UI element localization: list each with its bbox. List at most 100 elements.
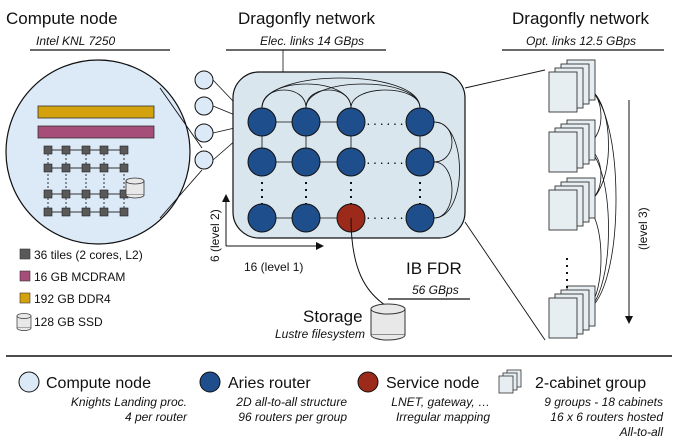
storage-title: Storage [303,307,363,326]
aries-router [247,147,277,177]
aries-router [336,147,366,177]
link-arc [350,89,421,109]
elec-network-title: Dragonfly network [238,9,376,28]
tile [119,145,129,155]
level2-label: 6 (level 2) [208,209,222,262]
ddr4-bar [37,105,155,119]
ib-title: IB FDR [406,259,462,278]
aries-router [405,107,435,137]
legend-service-line1: LNET, gateway, … [391,395,490,409]
cabinet-group [548,119,596,173]
tile [61,163,71,173]
tile [81,207,91,217]
legend-compute-line1: Knights Landing proc. [71,395,187,409]
legend-group-line3: All-to-all [619,425,664,439]
cabinet-group [548,59,596,113]
tiles-swatch [19,248,31,260]
tile-grid [43,145,129,217]
tile [99,163,109,173]
legend-compute-line2: 4 per router [125,410,188,424]
compute-node-subtitle: Intel KNL 7250 [36,34,115,48]
legend-compute-title: Compute node [46,375,151,392]
legend-service-title: Service node [386,375,479,392]
cabinet-group [548,285,596,339]
zoom-line-top [159,87,203,149]
tile [43,145,53,155]
all-to-all-links [261,77,460,219]
zoom-line-bottom [159,169,203,219]
tile [99,189,109,199]
zoom-line-right-top [464,69,546,89]
tile [99,207,109,217]
legend-group-line2: 16 x 6 routers hosted [550,410,663,424]
ib-subtitle: 56 GBps [412,283,459,297]
compute-node-circle [194,70,214,90]
tile [43,189,53,199]
ssd-icon [125,177,145,199]
opt-network-title: Dragonfly network [512,9,650,28]
router-grid [247,107,435,233]
compute-node-circle [194,123,214,143]
aries-router [291,107,321,137]
mcdram-swatch [19,270,31,282]
service-node-legend-icon [357,371,379,393]
compute-node-title: Compute node [6,9,118,28]
elec-network-subtitle: Elec. links 14 GBps [260,34,364,48]
legend-group-line1: 9 groups - 18 cabinets [544,395,663,409]
level3-label: (level 3) [636,207,650,250]
tile [43,207,53,217]
tile [61,189,71,199]
router-legend-icon [199,371,221,393]
svg-text:······: ······ [366,209,406,225]
link-arc [305,83,421,109]
ellipsis-dots: ······ ······ ······ [261,115,421,225]
tile [119,163,129,173]
aries-router [247,107,277,137]
aries-router [247,203,277,233]
legend-router-title: Aries router [228,375,311,392]
spec-mcdram: 16 GB MCDRAM [34,270,125,284]
spec-ddr4: 192 GB DDR4 [34,292,111,306]
storage-icon [370,303,406,341]
legend-router-line2: 96 routers per group [238,410,347,424]
tile [99,145,109,155]
storage-subtitle: Lustre filesystem [275,327,365,341]
tile [81,163,91,173]
aries-router [405,147,435,177]
compute-node-specs: 36 tiles (2 cores, L2) 16 GB MCDRAM 192 … [16,248,143,331]
mcdram-bar [37,125,155,139]
tile [61,145,71,155]
tile [43,163,53,173]
cabinet-group [548,177,596,231]
tile [81,189,91,199]
compute-node-circle [194,150,214,170]
service-storage-link [350,217,386,306]
legend-aries-router: Aries router 2D all-to-all structure 96 … [199,371,347,424]
svg-text:······: ······ [366,154,406,170]
compute-node-circle [194,96,214,116]
legend-service-line2: Irregular mapping [396,410,490,424]
aries-router [405,203,435,233]
link-arc [261,77,421,109]
spec-tiles: 36 tiles (2 cores, L2) [34,248,143,262]
compute-node-legend-icon [18,371,40,393]
ddr4-swatch [19,292,31,304]
opt-network-subtitle: Opt. links 12.5 GBps [526,34,636,48]
svg-text:······: ······ [366,115,406,131]
tile [119,207,129,217]
level1-label: 16 (level 1) [244,260,303,274]
zoom-line-right-bottom [464,221,546,341]
tile [61,207,71,217]
aries-router [291,203,321,233]
ssd-swatch-icon [16,313,32,331]
legend-group-title: 2-cabinet group [535,375,646,392]
aries-router [336,107,366,137]
aries-router [291,147,321,177]
legend-router-line1: 2D all-to-all structure [235,395,347,409]
tile [81,145,91,155]
legend-service-node: Service node LNET, gateway, … Irregular … [357,371,490,424]
knl-processor-circle [5,59,191,245]
legend-compute-node: Compute node Knights Landing proc. 4 per… [18,371,188,424]
legend-cabinet-group: 2-cabinet group 9 groups - 18 cabinets 1… [498,369,664,439]
